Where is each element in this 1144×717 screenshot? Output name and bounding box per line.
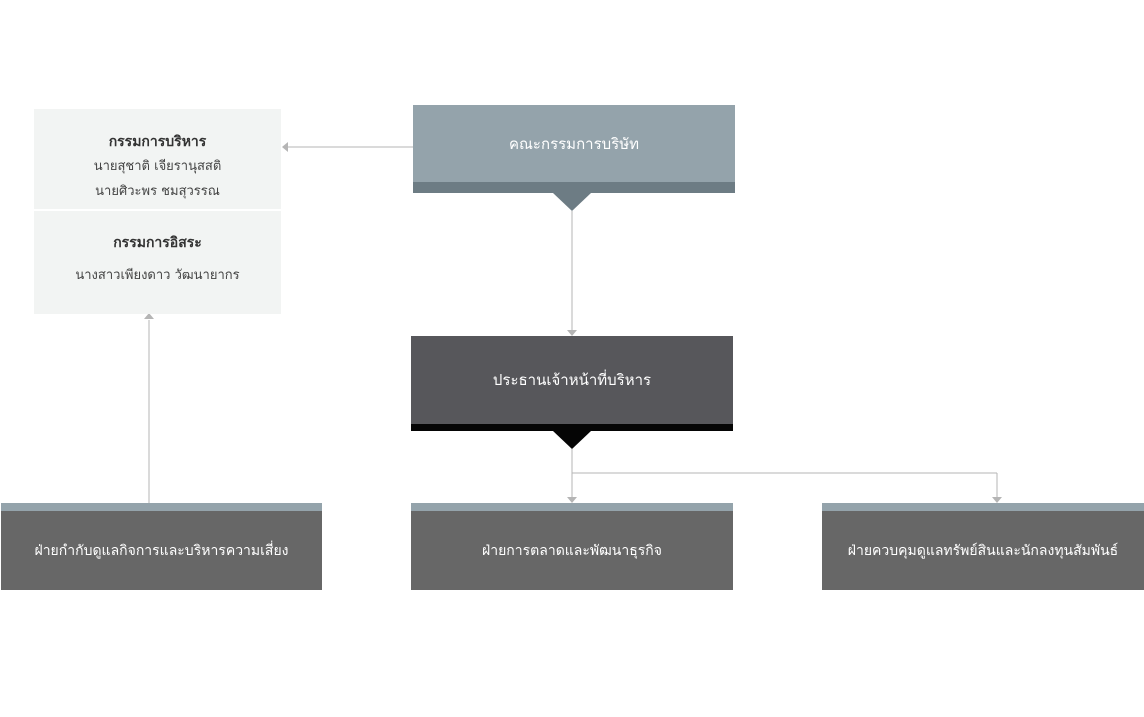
dept-assets-strip (822, 503, 1144, 511)
executive-member-1: นายสุชาติ เจียรานุสสติ (93, 159, 222, 174)
committee-divider (34, 209, 281, 211)
dept-marketing-strip (411, 503, 733, 511)
board-pointer (553, 193, 591, 211)
dept-marketing-label: ฝ่ายการตลาดและพัฒนาธุรกิจ (482, 542, 662, 559)
independent-member-1: นางสาวเพียงดาว วัฒนายากร (75, 268, 240, 283)
executive-committee-title: กรรมการบริหาร (108, 134, 207, 150)
arrow-to-dept-assets (992, 497, 1002, 503)
dept-assets-box: ฝ่ายควบคุมดูแลทรัพย์สินและนักลงทุนสัมพัน… (822, 511, 1144, 590)
arrow-up-to-committee (144, 313, 154, 319)
ceo-box: ประธานเจ้าหน้าที่บริหาร (411, 336, 733, 424)
independent-committee-section: กรรมการอิสระ นางสาวเพียงดาว วัฒนายากร (34, 231, 281, 288)
arrow-to-committee (282, 142, 288, 152)
arrow-to-dept-marketing (567, 497, 577, 503)
ceo-pointer (553, 431, 591, 449)
board-of-directors-box: คณะกรรมการบริษัท (413, 105, 735, 182)
arrow-to-ceo (567, 330, 577, 336)
board-strip (413, 182, 735, 193)
board-of-directors-label: คณะกรรมการบริษัท (508, 134, 639, 153)
dept-governance-strip (1, 503, 322, 511)
dept-governance-box: ฝ่ายกำกับดูแลกิจการและบริหารความเสี่ยง (1, 511, 322, 590)
executive-committee-section: กรรมการบริหาร นายสุชาติ เจียรานุสสติ นาย… (34, 130, 281, 204)
dept-marketing-box: ฝ่ายการตลาดและพัฒนาธุรกิจ (411, 511, 733, 590)
ceo-label: ประธานเจ้าหน้าที่บริหาร (492, 371, 652, 389)
independent-committee-title: กรรมการอิสระ (113, 235, 202, 251)
ceo-strip (411, 424, 733, 431)
dept-assets-label: ฝ่ายควบคุมดูแลทรัพย์สินและนักลงทุนสัมพัน… (847, 542, 1119, 559)
committee-panel (34, 109, 281, 314)
dept-governance-label: ฝ่ายกำกับดูแลกิจการและบริหารความเสี่ยง (34, 542, 289, 559)
executive-member-2: นายศิวะพร ชมสุวรรณ (95, 184, 220, 199)
